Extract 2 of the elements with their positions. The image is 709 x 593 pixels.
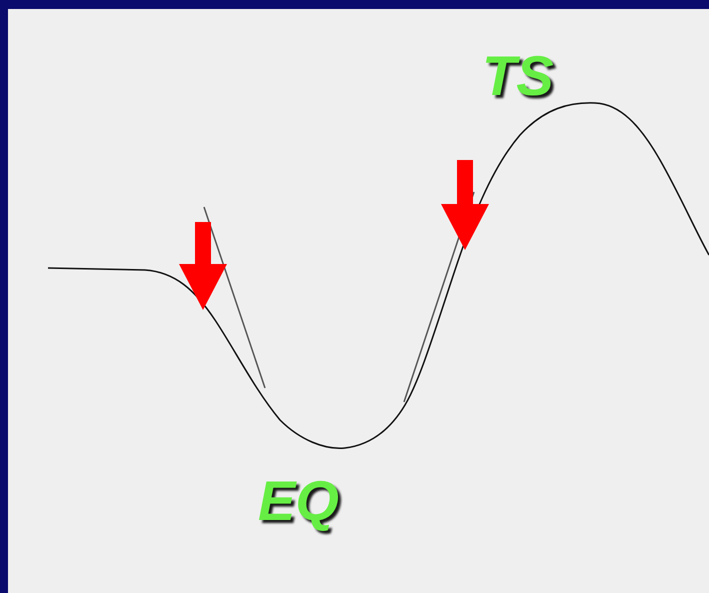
state-label: EQ bbox=[258, 473, 339, 529]
state-label: TS bbox=[482, 48, 554, 104]
